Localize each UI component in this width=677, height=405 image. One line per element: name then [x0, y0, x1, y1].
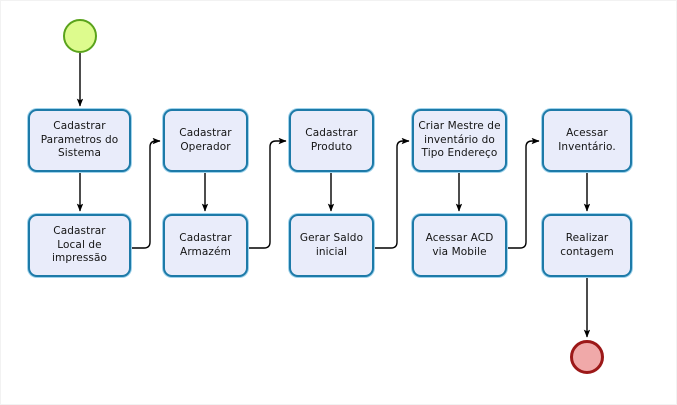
task-gerar-saldo-inicial[interactable]: Gerar Saldo inicial: [289, 214, 374, 277]
task-cadastrar-local-de-impressao[interactable]: Cadastrar Local de impressão: [28, 214, 131, 277]
task-acessar-acd-via-mobile[interactable]: Acessar ACD via Mobile: [412, 214, 507, 277]
task-cadastrar-produto[interactable]: Cadastrar Produto: [289, 109, 374, 172]
task-cadastrar-parametros-do-sistema[interactable]: Cadastrar Parametros do Sistema: [28, 109, 131, 172]
edge-t4-to-t5: [248, 137, 287, 249]
end-event[interactable]: [570, 340, 604, 374]
start-event[interactable]: [63, 19, 97, 53]
edge-t6-to-t7: [374, 137, 410, 249]
task-cadastrar-armazem[interactable]: Cadastrar Armazém: [163, 214, 248, 277]
task-acessar-inventario[interactable]: Acessar Inventário.: [542, 109, 632, 172]
task-cadastrar-operador[interactable]: Cadastrar Operador: [163, 109, 248, 172]
task-realizar-contagem[interactable]: Realizar contagem: [542, 214, 632, 277]
edge-t8-to-t9: [507, 137, 540, 249]
edge-t2-to-t3: [131, 137, 161, 249]
task-criar-mestre-de-inventario[interactable]: Criar Mestre de inventário do Tipo Ender…: [412, 109, 507, 172]
